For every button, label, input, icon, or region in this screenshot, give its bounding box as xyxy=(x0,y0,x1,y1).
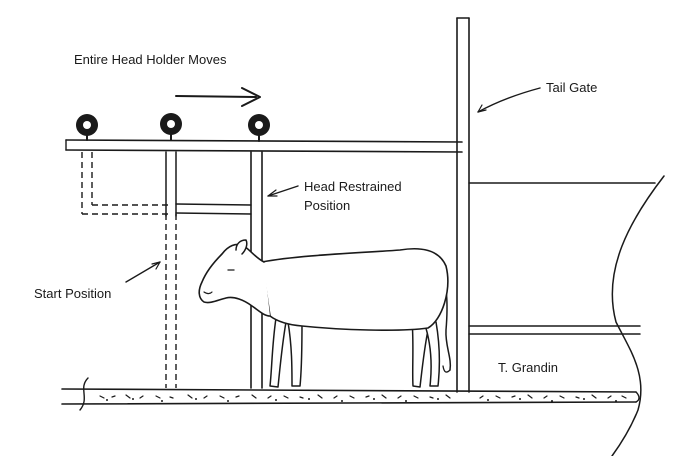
overhead-rail xyxy=(65,139,463,153)
label-entire-head-holder-moves: Entire Head Holder Moves xyxy=(74,52,227,67)
head-restrained-leader-line xyxy=(267,185,299,197)
arrow-right-icon xyxy=(175,87,261,107)
head-restrained-arrowhead xyxy=(267,189,278,197)
calf-illustration xyxy=(198,239,452,388)
label-credit: T. Grandin xyxy=(498,360,558,375)
label-tail-gate: Tail Gate xyxy=(546,80,597,95)
chute-walls xyxy=(468,175,665,457)
start-position-arrowhead xyxy=(151,261,161,270)
wheel-icon xyxy=(248,114,270,142)
wheel-icon xyxy=(76,114,98,141)
start-position-holder xyxy=(81,152,177,388)
tail-gate-leader-line xyxy=(477,87,541,113)
start-position-leader-line xyxy=(125,261,161,283)
floor-texture xyxy=(99,394,627,402)
label-start-position: Start Position xyxy=(34,286,111,301)
wheel-icon xyxy=(160,113,182,141)
tail-gate xyxy=(456,17,470,393)
tail-gate-arrowhead xyxy=(477,104,487,113)
label-head-restrained-line2: Position xyxy=(304,198,350,213)
hanger-frame xyxy=(165,151,252,217)
label-head-restrained-line1: Head Restrained xyxy=(304,179,402,194)
floor xyxy=(61,377,640,411)
